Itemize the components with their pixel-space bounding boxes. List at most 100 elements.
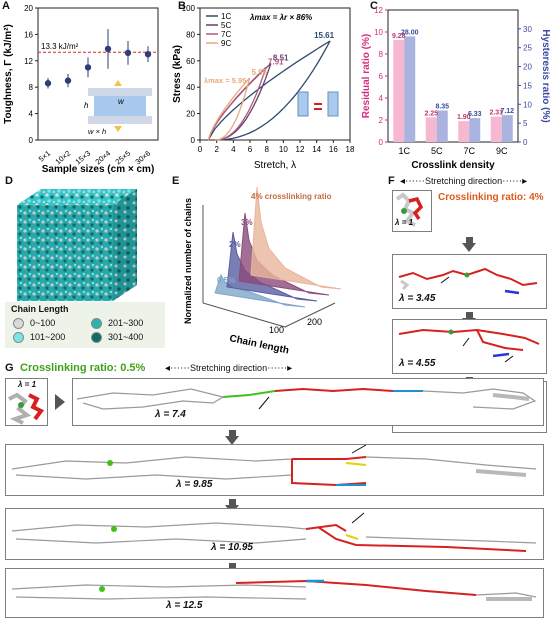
y-axis-label-left: Residual ratio (%) (361, 34, 372, 118)
bar-hysteresis-1C (404, 36, 416, 142)
y-tick-label-b-4: 80 (186, 30, 195, 39)
inset-b-sample (297, 91, 309, 117)
y-tick-label-left-2: 4 (379, 94, 384, 103)
y-tick-label-right-1: 5 (523, 119, 528, 128)
arrow-g-2 (229, 499, 236, 505)
crosslinking-ratio-g: Crosslinking ratio: 0.5% (20, 362, 146, 374)
data-point-3 (104, 45, 112, 53)
arrow-f-1 (466, 237, 473, 243)
x-tick-label-b-0: 0 (198, 145, 203, 154)
y-tick-label-left-3: 6 (379, 72, 384, 81)
unloading-curve-7C (214, 67, 267, 141)
chain-snapshot-g-4: λ = 10.95 (5, 508, 544, 560)
panel-a-letter: A (2, 0, 10, 12)
y-tick-label-a-1: 4 (29, 110, 34, 119)
label-residual-7C: 1.90 (457, 114, 471, 121)
stretch-direction-g-label: Stretching direction (190, 363, 268, 373)
x-tick-label-c-0: 1C (398, 146, 410, 156)
panel-b-frame (199, 7, 351, 141)
data-point-2 (84, 64, 92, 71)
loading-curve-9C (207, 77, 251, 141)
x-tick-label-c-3: 9C (496, 146, 508, 156)
bar-residual-5C (425, 117, 437, 142)
y-tick-label-a-4: 16 (24, 30, 33, 39)
panel-g-letter: G (5, 362, 14, 374)
formula-label: λmax = λr × 86% (249, 13, 312, 22)
chain-snapshot-g-2: λ = 7.4 (72, 378, 544, 426)
end-label-1C: 15.61 (314, 31, 335, 40)
x-tick-label-e-1: 200 (307, 317, 322, 327)
lambda-g-5: λ = 12.5 (166, 600, 203, 611)
data-point-1 (64, 77, 72, 84)
label-residual-9C: 2.31 (489, 110, 503, 117)
x-tick-label-b-8: 16 (329, 145, 338, 154)
inset-sample (94, 96, 146, 116)
crosslinking-ratio-f: Crosslinking ratio: 4% (438, 192, 544, 203)
label-residual-1C: 9.28 (392, 33, 406, 40)
label-hysteresis-7C: 6.33 (468, 111, 482, 118)
y-tick-label-right-4: 20 (523, 63, 532, 72)
y-tick-label-left-4: 8 (379, 50, 384, 59)
legend-item-3: 301~400 (91, 332, 144, 344)
arrow-g-1-head (225, 436, 239, 445)
bar-residual-9C (490, 116, 502, 142)
y-tick-label-b-2: 40 (186, 83, 195, 92)
y-tick-label-right-2: 10 (523, 100, 532, 109)
legend-label-0: 0~100 (30, 318, 56, 328)
y-axis-label-b: Stress (kPa) (172, 45, 183, 103)
legend-label-7C: 7C (221, 30, 231, 39)
inset-clamp-bottom (88, 116, 152, 124)
y-tick-label-left-1: 2 (379, 116, 384, 125)
arrow-g-3 (229, 563, 236, 569)
y-tick-label-b-5: 100 (182, 4, 196, 13)
x-tick-label-b-5: 10 (279, 145, 288, 154)
bar-residual-1C (393, 39, 405, 142)
panel-c-letter: C (370, 0, 378, 12)
legend-label-3: 301~400 (108, 332, 144, 342)
x-tick-label-c-2: 7C (463, 146, 475, 156)
axis-e-length (284, 302, 336, 328)
x-axis-label-b: Stretch, λ (254, 160, 296, 171)
inset-area-label: w × h (88, 127, 106, 136)
lambda-f-3: λ = 4.55 (399, 358, 436, 369)
inset-b-mark-top (314, 103, 322, 105)
data-point-5 (144, 51, 152, 58)
label-hysteresis-1C: 28.00 (401, 29, 419, 36)
legend-item-2: 101~200 (13, 332, 65, 344)
chain-render-g-5 (11, 579, 537, 601)
reference-line-label: 13.3 kJ/m² (41, 42, 79, 51)
lambda-g-4: λ = 10.95 (211, 542, 253, 553)
lambda-f-1: λ = 1 (395, 218, 414, 227)
axis-e-depth (202, 302, 286, 328)
y-axis-label-right: Hysteresis ratio (%) (540, 29, 550, 122)
y-tick-label-a-3: 12 (24, 57, 33, 66)
y-axis-label-a: Toughness, Γ (kJ/m²) (3, 24, 14, 124)
x-tick-label-a-0: 5×1 (37, 149, 53, 164)
lambda-g-1: λ = 1 (18, 380, 37, 389)
arrow-g-1 (229, 430, 236, 436)
chain-snapshot-f-2: λ = 3.45 (392, 254, 547, 309)
chain-render-g-4 (11, 512, 537, 552)
label-hysteresis-9C: 7.12 (500, 108, 514, 115)
label-hysteresis-5C: 8.35 (435, 104, 449, 111)
y-tick-label-b-3: 60 (186, 57, 195, 66)
inset-b-mark-bottom (314, 108, 322, 110)
lambda-g-3: λ = 9.85 (176, 479, 213, 490)
x-axis-label-a: Sample sizes (cm × cm) (42, 164, 155, 175)
legend-item-0: 0~100 (13, 318, 56, 330)
inset-arrow-up (114, 80, 122, 86)
legend-swatch-1 (91, 318, 102, 330)
chain-render-f-1 (395, 192, 424, 227)
panel-a-frame (37, 7, 159, 141)
chain-snapshot-g-5: λ = 12.5 (5, 568, 544, 618)
y-tick-label-a-2: 8 (29, 83, 34, 92)
chain-cube-image (17, 189, 137, 301)
bar-hysteresis-9C (501, 115, 513, 142)
stretch-direction-f-label: Stretching direction (425, 176, 503, 186)
y-tick-label-right-6: 30 (523, 25, 532, 34)
waterfall-series-3 (250, 186, 342, 290)
legend-swatch-2 (13, 332, 24, 344)
